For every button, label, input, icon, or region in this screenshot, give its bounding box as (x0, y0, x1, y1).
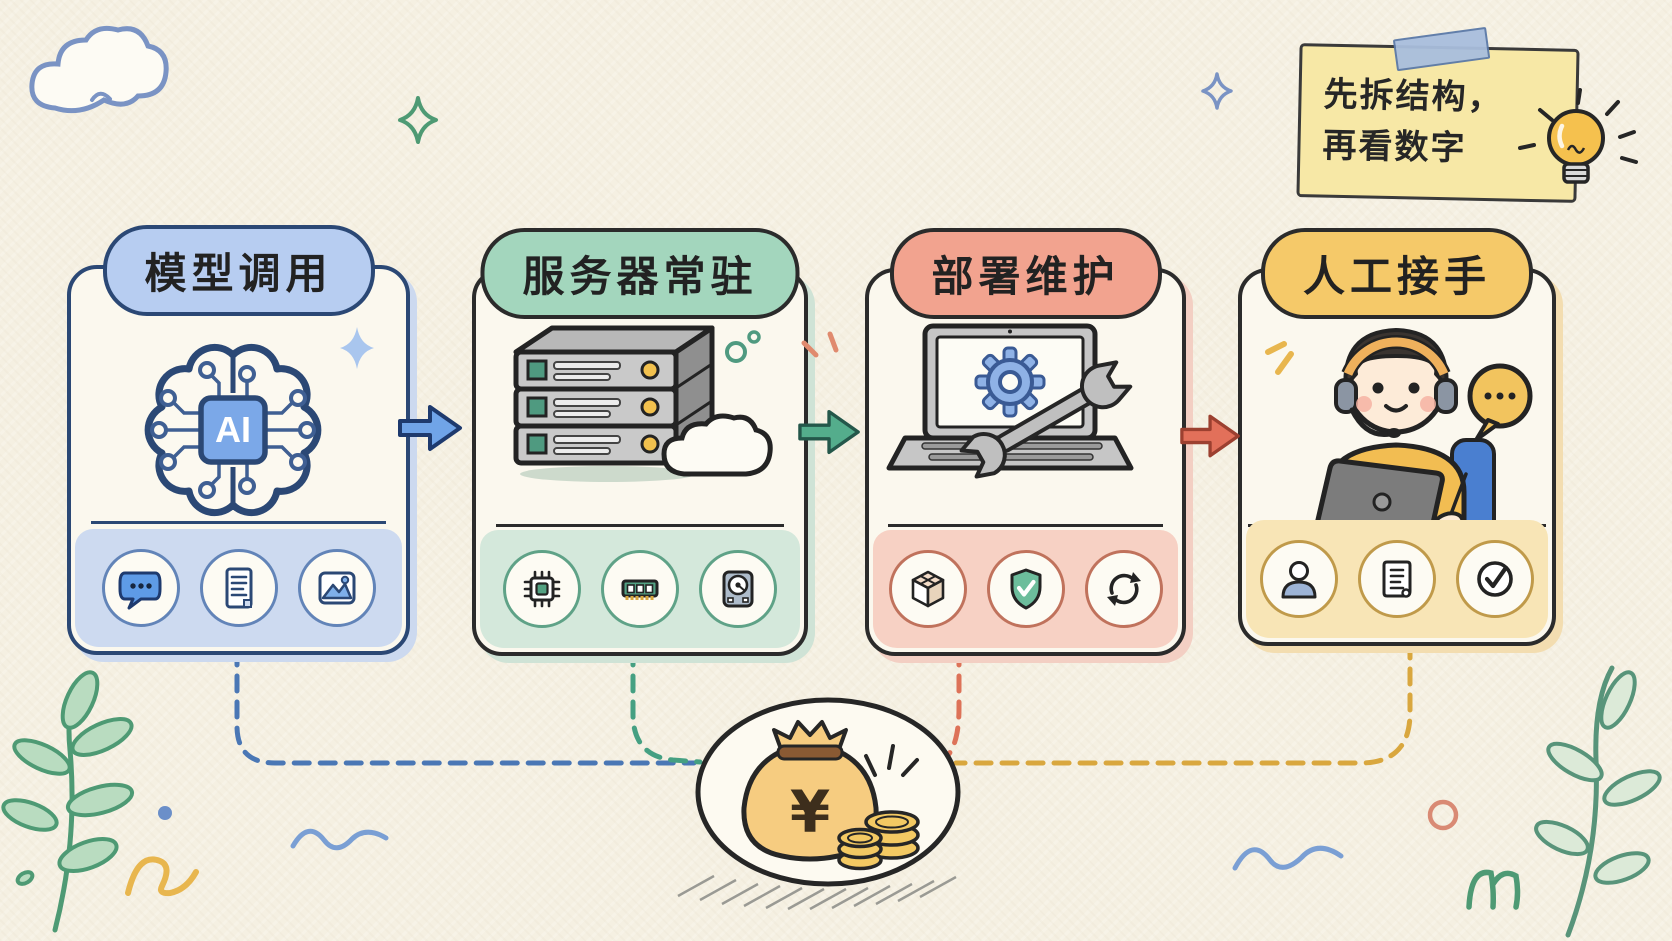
coin-stack-icon (837, 810, 920, 871)
user-icon (1260, 540, 1338, 618)
accent-ticks-coral (801, 331, 839, 358)
package-icon (888, 550, 967, 628)
support-agent-icon (1311, 328, 1533, 537)
card-title: 模型调用 (144, 250, 333, 297)
note-tape-icon (1392, 26, 1491, 72)
card-title: 人工接手 (1302, 253, 1492, 300)
card-sub-icons (1246, 520, 1548, 638)
flow-arrow-2 (798, 409, 860, 455)
card-deployment-maintenance: 部署维护 (865, 228, 1186, 656)
document-icon (199, 549, 278, 627)
plant-left (1, 670, 135, 933)
yen-symbol: ¥ (790, 778, 830, 846)
card-sub-icons (480, 530, 800, 648)
headset-mic (1349, 407, 1393, 437)
flow-arrow-3 (1180, 414, 1240, 458)
headset-earcup-right (1434, 378, 1458, 414)
plant-right (1534, 665, 1662, 938)
ai-brain-icon: AI (144, 343, 322, 517)
cloud-small-icon (661, 413, 773, 477)
headset-band (1343, 337, 1449, 376)
cost-ellipse: ¥ (677, 697, 961, 911)
document-icon (1358, 540, 1436, 618)
card-title-pill: 服务器常驻 (480, 228, 800, 319)
squiggle-blue-right (1232, 845, 1344, 871)
sparkle-blue-outline-icon (1201, 72, 1233, 110)
card-divider (887, 524, 1164, 527)
squiggle-green (1466, 869, 1521, 910)
card-server-resident: 服务器常驻 (472, 228, 808, 656)
shadow-hatch (677, 874, 957, 911)
connector-model-cost (234, 647, 697, 766)
emphasis-marks (864, 744, 919, 777)
ai-badge: AI (215, 409, 251, 450)
card-model-invocation: 模型调用 AI (67, 225, 410, 655)
check-circle-icon (1456, 540, 1534, 618)
server-stack-icon (513, 325, 773, 482)
card-sub-icons (75, 529, 402, 647)
sync-icon (1084, 550, 1163, 628)
hdd-icon (699, 550, 777, 628)
gear-icon (974, 346, 1046, 418)
ram-icon (601, 550, 679, 628)
squiggle-blue-left (290, 828, 389, 851)
sparkle-green-icon (398, 96, 438, 144)
image-icon (297, 549, 376, 627)
speech-bubble-icon (1467, 363, 1533, 442)
card-sub-icons (873, 530, 1178, 648)
card-title: 部署维护 (931, 253, 1120, 300)
card-title-pill: 人工接手 (1260, 228, 1534, 319)
card-divider (495, 524, 785, 527)
cloud-icon (29, 25, 169, 114)
card-title: 服务器常驻 (522, 253, 758, 300)
circle-coral (1427, 799, 1459, 831)
card-human-takeover: 人工接手 (1238, 228, 1556, 646)
laptop-gear-icon (886, 323, 1134, 479)
card-title-pill: 部署维护 (889, 228, 1162, 319)
chat-icon (101, 549, 180, 627)
wrench-icon (959, 360, 1133, 479)
card-divider (91, 521, 386, 524)
headset-earcup-left (1334, 378, 1358, 414)
flow-arrow-1 (398, 405, 462, 451)
squiggle-yellow (125, 856, 199, 897)
dot-blue (158, 806, 172, 820)
card-title-pill: 模型调用 (102, 225, 375, 316)
shield-check-icon (986, 550, 1065, 628)
cpu-icon (503, 550, 581, 628)
connector-human-cost (953, 640, 1413, 766)
lightbulb-icon (1518, 88, 1638, 184)
